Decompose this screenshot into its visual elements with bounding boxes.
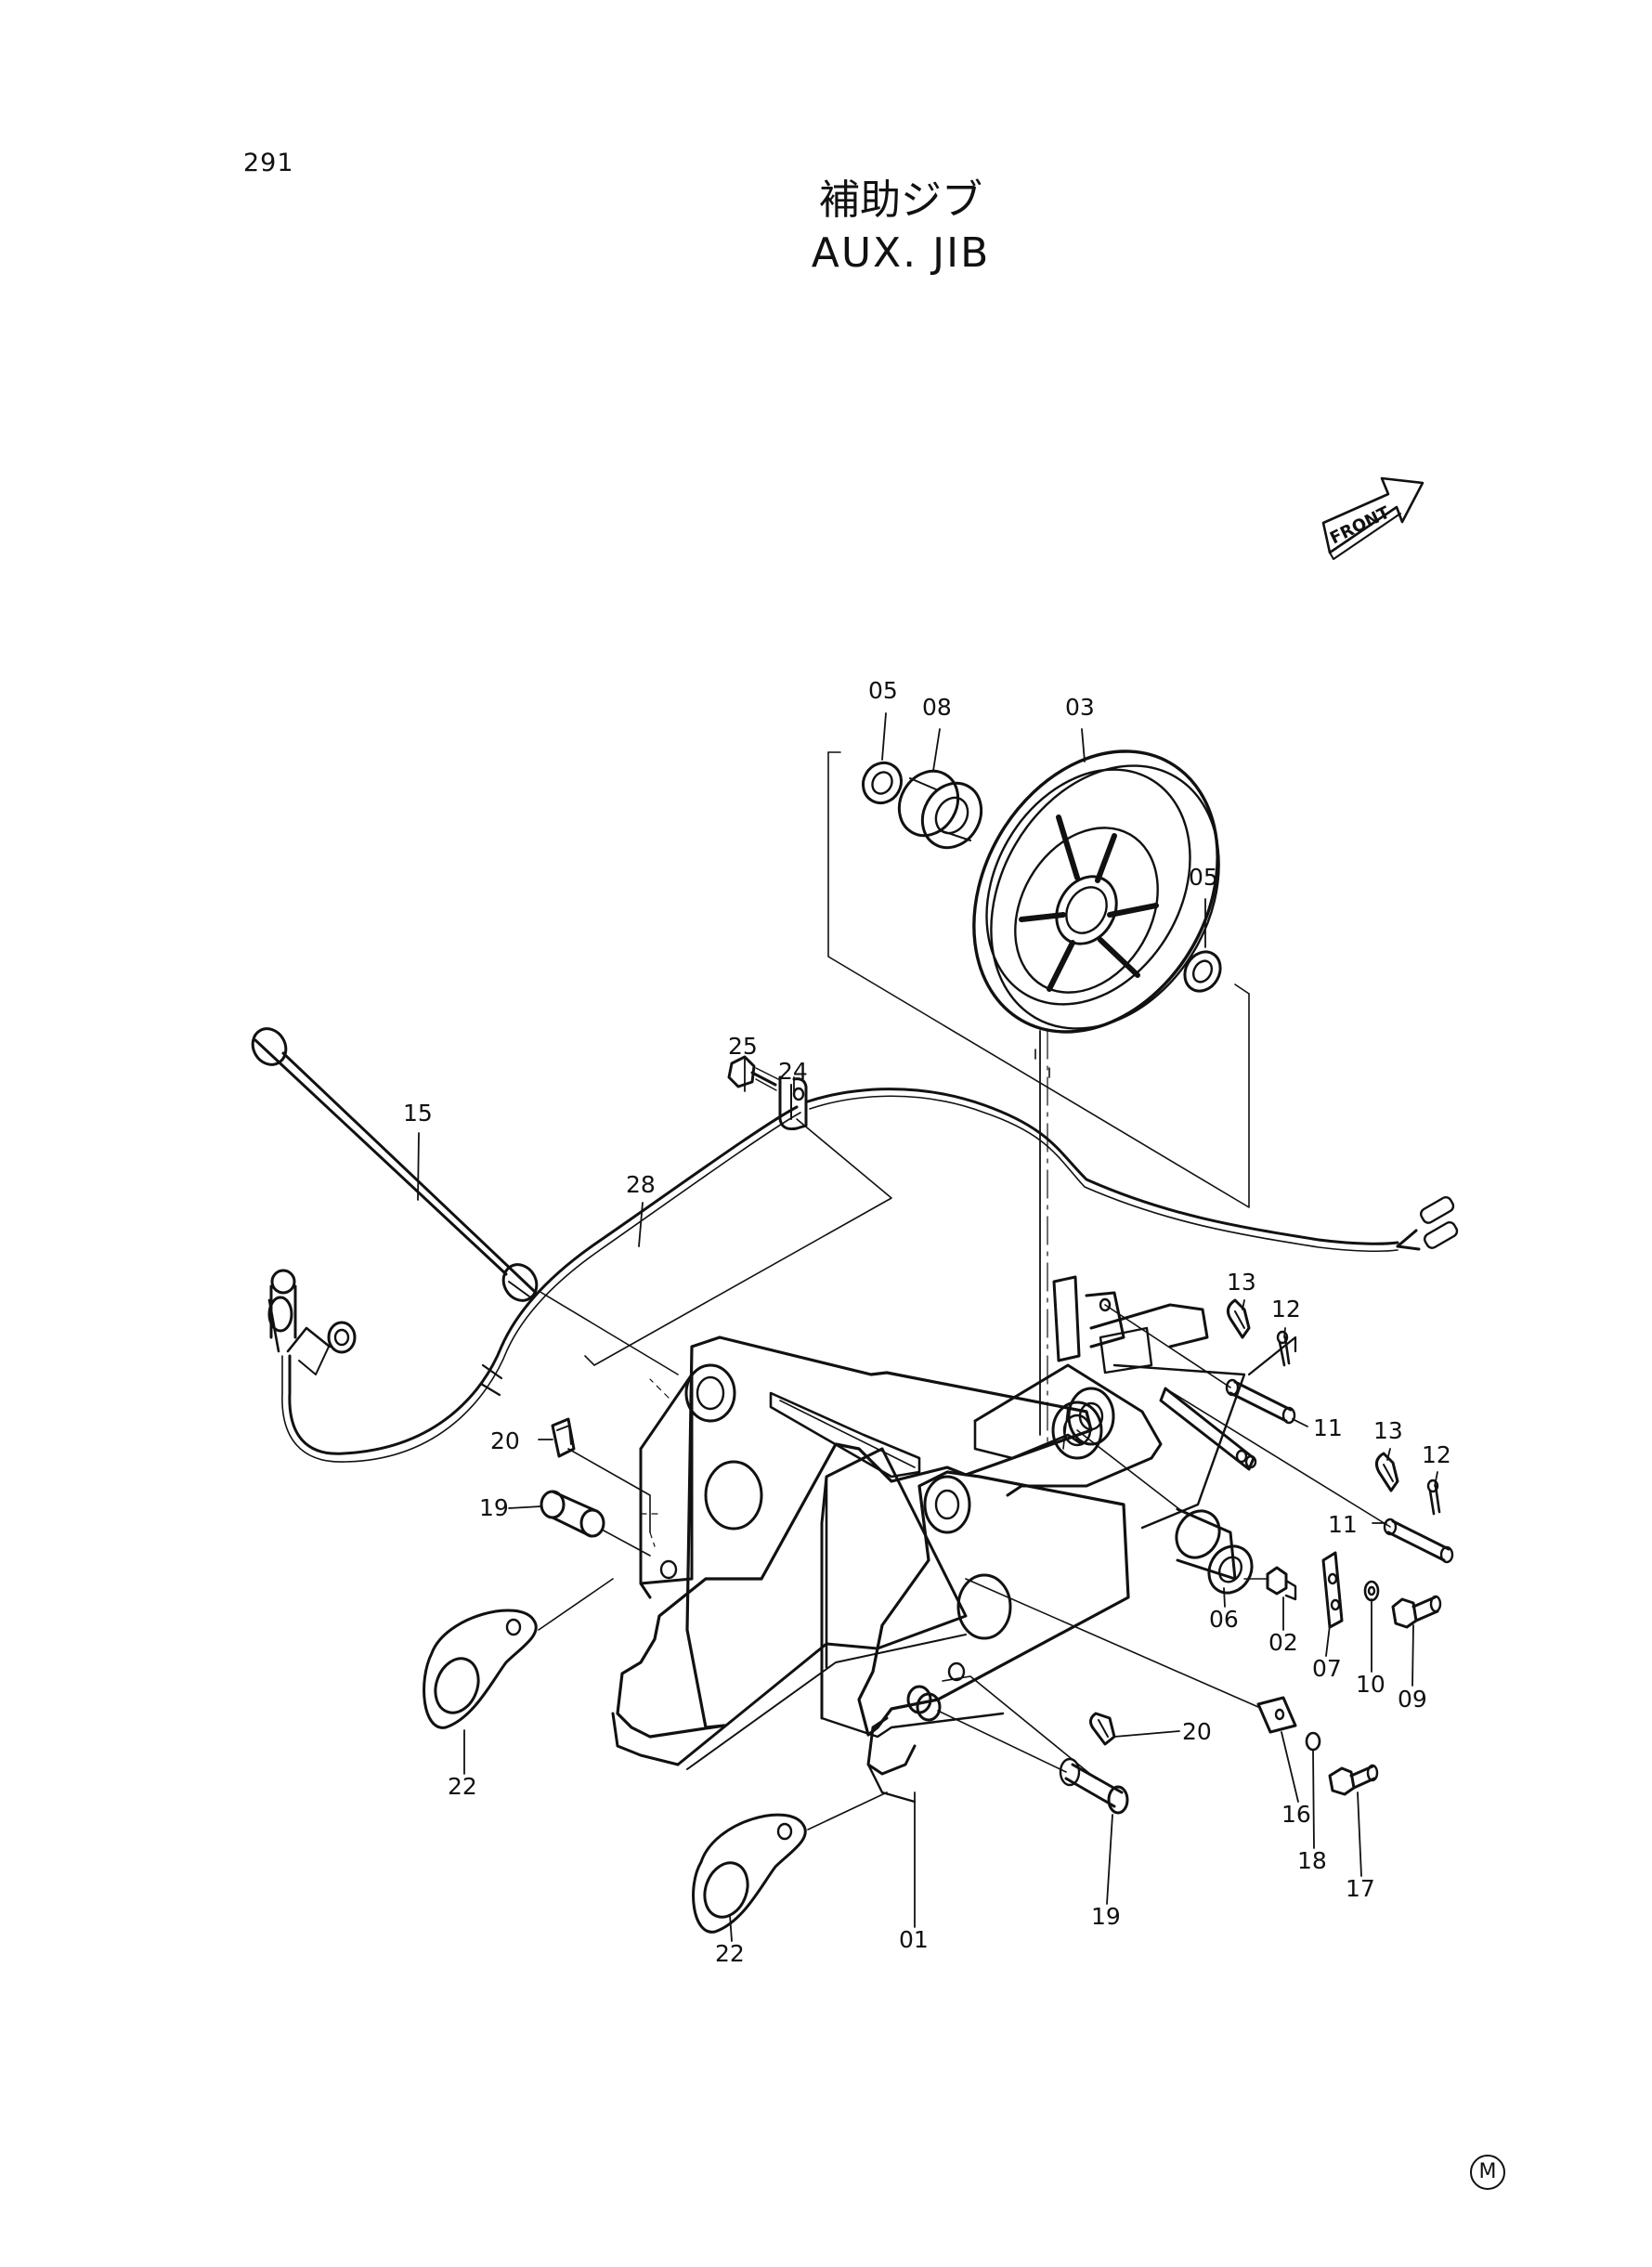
pin-15 bbox=[251, 1027, 679, 1375]
clip-13-lower bbox=[1374, 1452, 1399, 1492]
spacer-05-left bbox=[861, 761, 904, 805]
callout-16: 16 bbox=[1281, 1801, 1311, 1828]
callout-22-left: 22 bbox=[448, 1773, 477, 1800]
title-japanese: 補助ジブ bbox=[819, 176, 982, 224]
callout-11-lower: 11 bbox=[1328, 1511, 1358, 1538]
callout-12-upper: 12 bbox=[1271, 1296, 1301, 1322]
callout-19-left: 19 bbox=[479, 1494, 509, 1521]
roller-06 bbox=[1175, 1507, 1254, 1595]
callout-20-left: 20 bbox=[490, 1427, 520, 1454]
bolt-02 bbox=[1266, 1566, 1297, 1601]
title-english: AUX. JIB bbox=[811, 229, 991, 277]
callout-01: 01 bbox=[899, 1926, 929, 1953]
page-number: 291 bbox=[243, 149, 294, 177]
pin-19-left bbox=[540, 1490, 605, 1538]
callout-22-right: 22 bbox=[715, 1940, 745, 1967]
callout-11-upper: 11 bbox=[1313, 1414, 1343, 1441]
callout-08: 09 bbox=[1398, 1686, 1427, 1713]
callout-13-lower: 13 bbox=[1373, 1417, 1403, 1444]
callout-05-right: 05 bbox=[1189, 864, 1218, 891]
bolt-25 bbox=[727, 1055, 779, 1091]
pin-11-lower-bar bbox=[1159, 1387, 1257, 1471]
callout-28: 28 bbox=[626, 1171, 656, 1198]
clip-20-left bbox=[551, 1417, 576, 1458]
callout-02: 02 bbox=[1268, 1629, 1298, 1656]
title-block: 補助ジブ AUX. JIB bbox=[706, 175, 1096, 280]
cable-harness-28 bbox=[267, 1088, 1459, 1463]
front-arrow-icon: FRONT bbox=[1321, 476, 1424, 560]
washer-18 bbox=[1305, 1731, 1321, 1752]
callout-20-right: 20 bbox=[1182, 1718, 1212, 1745]
bushing-10 bbox=[897, 769, 983, 850]
clip-20-right bbox=[1089, 1712, 1116, 1746]
callout-19-right: 19 bbox=[1091, 1903, 1121, 1930]
callout-18: 18 bbox=[1297, 1847, 1327, 1874]
clip-13-upper bbox=[1226, 1298, 1251, 1339]
plate-16 bbox=[1256, 1696, 1297, 1734]
corner-mark: M bbox=[1470, 2155, 1505, 2190]
callout-24: 24 bbox=[778, 1058, 808, 1085]
bolt-17 bbox=[1328, 1764, 1379, 1796]
callout-13-upper: 13 bbox=[1227, 1269, 1256, 1296]
cotter-pin-12-upper bbox=[1276, 1330, 1291, 1367]
callout-15: 15 bbox=[403, 1100, 433, 1127]
spacer-05-right bbox=[1183, 950, 1222, 993]
callout-07: 07 bbox=[1312, 1655, 1342, 1682]
callout-03: 03 bbox=[1065, 694, 1095, 721]
callout-10: 08 bbox=[922, 694, 952, 721]
callout-05-top: 05 bbox=[868, 677, 898, 704]
eyelet-22-left bbox=[423, 1609, 538, 1729]
pin-19-right bbox=[906, 1685, 1129, 1815]
bolt-08 bbox=[1391, 1595, 1442, 1629]
callout-12-lower: 12 bbox=[1422, 1441, 1451, 1468]
frame-01 bbox=[611, 1275, 1297, 1804]
callout-06: 06 bbox=[1209, 1606, 1239, 1633]
callout-09: 10 bbox=[1356, 1671, 1385, 1698]
sheave-03 bbox=[972, 749, 1220, 1034]
bracket-24 bbox=[778, 1075, 808, 1130]
callout-25: 25 bbox=[728, 1033, 758, 1060]
pin-11-lower bbox=[1383, 1518, 1454, 1564]
eyelet-22-right bbox=[692, 1813, 807, 1934]
callout-labels: 05 08 03 05 25 24 15 28 13 12 11 13 12 1… bbox=[403, 677, 1451, 1967]
leader-lines bbox=[417, 712, 1438, 1942]
cotter-pin-12-lower bbox=[1426, 1479, 1441, 1516]
callout-17: 17 bbox=[1346, 1875, 1375, 1902]
washer-09 bbox=[1363, 1580, 1380, 1602]
pin-11-upper bbox=[1225, 1378, 1296, 1425]
plate-07 bbox=[1321, 1551, 1344, 1629]
